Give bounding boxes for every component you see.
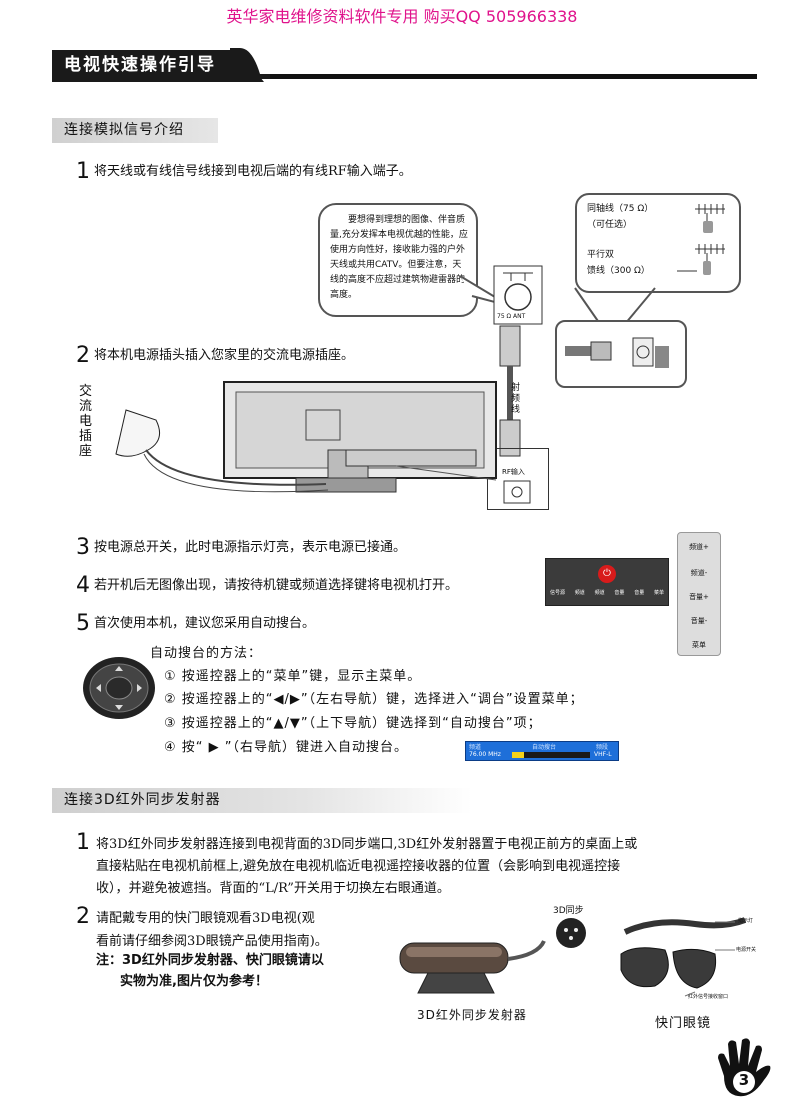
rf-cable (499, 325, 521, 457)
shutter-glasses-illustration (620, 917, 747, 997)
panel-button-menu[interactable]: 菜单 (653, 590, 664, 596)
step-text-line: 收），并避免被遮挡。背面的“L/R”开关用于切换左右眼通道。 (96, 881, 450, 896)
osd-progress-fill (512, 752, 524, 758)
osd-title: 自动搜台 (532, 744, 557, 751)
glasses-callout: 红外信号接收窗口 (688, 994, 729, 1000)
3d-emitter-illustration (399, 940, 546, 994)
antenna-icon (677, 204, 725, 275)
panel-button-source[interactable]: 信号源 (550, 590, 566, 596)
step-text-line: 直接粘贴在电视机前框上,避免放在电视机临近电视遥控接收器的位置（会影响到电视遥控… (96, 859, 621, 874)
step-number: 4 (76, 573, 90, 598)
step-number: 2 (76, 343, 90, 368)
step-number: 1 (76, 159, 90, 184)
note-line: 注：3D红外同步发射器、快门眼镜请以 (96, 953, 324, 968)
auto-search-step: ④ 按“ ▶ ”（右导航）键进入自动搜台。 (164, 740, 409, 755)
front-control-panel: ⏻ 信号源 频道 频道 音量 音量 菜单 (545, 558, 669, 606)
step-text: 将天线或有线信号线接到电视后端的有线RF输入端子。 (94, 164, 412, 179)
ac-socket-label: 交流电插座 (79, 384, 93, 459)
auto-scan-osd: 频道 自动搜台 频段 76.00 MHz VHF-L (465, 741, 619, 761)
osd-band: VHF-L (594, 751, 612, 758)
step-text-line: 请配戴专用的快门眼镜观看3D电视(观 (96, 911, 315, 926)
step-number: 3 (76, 535, 90, 560)
osd-band-label: 频段 (596, 744, 609, 751)
watermark-text: 英华家电维修资料软件专用 购买QQ 505966338 (226, 7, 578, 26)
power-button[interactable]: ⏻ (598, 565, 616, 583)
title-rule (250, 74, 757, 79)
osd-progress-track (512, 752, 590, 758)
note-line: 实物为准,图片仅为参考！ (120, 974, 268, 989)
step-text: 首次使用本机，建议您采用自动搜台。 (94, 616, 316, 631)
step-number: 5 (76, 611, 90, 636)
section-heading-3d: 连接3D红外同步发射器 (52, 788, 472, 813)
antenna-options-box: 同轴线（75 Ω） （可任选） 平行双 馈线（300 Ω） (575, 193, 741, 293)
step-text: 按电源总开关，此时电源指示灯亮，表示电源已接通。 (94, 540, 407, 555)
sync-port-icon (556, 918, 586, 948)
glasses-callout: 指示灯 (738, 918, 754, 924)
side-button-channel-up[interactable]: 频道+ (689, 543, 709, 551)
step-text: 将本机电源插头插入您家里的交流电源插座。 (94, 348, 355, 363)
side-button-channel-down[interactable]: 频道- (690, 569, 708, 577)
panel-button-volume[interactable]: 音量 (634, 590, 645, 596)
step-number: 1 (76, 830, 90, 855)
emitter-caption: 3D红外同步发射器 (417, 1008, 527, 1022)
step-text-line: 看前请仔细参阅3D眼镜产品使用指南)。 (96, 934, 328, 949)
auto-search-step: ① 按遥控器上的“菜单”键，显示主菜单。 (164, 669, 422, 684)
page-number: 3 (738, 1071, 750, 1089)
coax-optional-label: （可任选） (587, 220, 633, 230)
panel-button-row: 信号源 频道 频道 音量 音量 菜单 (550, 589, 664, 601)
plug-box (555, 320, 687, 388)
tip-bubble-text: 要想得到理想的图像、伴音质量,充分发挥本电视优越的性能，应使用方向性好，接收能力… (330, 215, 468, 300)
antenna-jack (493, 265, 543, 325)
box-connector (574, 287, 656, 325)
remote-navigation-pad (83, 657, 155, 719)
section-heading-analog: 连接模拟信号介绍 (52, 118, 218, 143)
side-button-volume-up[interactable]: 音量+ (689, 593, 709, 601)
twin-label-2: 馈线（300 Ω） (587, 266, 650, 276)
glasses-caption: 快门眼镜 (655, 1016, 712, 1031)
osd-frequency: 76.00 MHz (469, 751, 501, 758)
plug-icon (565, 337, 669, 368)
auto-search-title: 自动搜台的方法： (150, 646, 263, 661)
tv-back-illustration (115, 381, 497, 493)
panel-button-channel[interactable]: 频道 (574, 590, 585, 596)
panel-button-volume[interactable]: 音量 (614, 590, 625, 596)
ant-label: 75 Ω ANT (497, 313, 526, 320)
auto-search-step: ③ 按遥控器上的“▲/▼”（上下导航）键选择到“自动搜台”项； (164, 716, 542, 731)
tip-bubble: 要想得到理想的图像、伴音质量,充分发挥本电视优越的性能，应使用方向性好，接收能力… (318, 203, 478, 317)
sync-port-label: 3D同步 (553, 906, 584, 916)
title-rule-curve (230, 48, 270, 79)
hand-page-icon (718, 1038, 771, 1097)
side-button-volume-down[interactable]: 音量- (690, 617, 708, 625)
page-title: 电视快速操作引导 (52, 50, 264, 82)
panel-button-channel[interactable]: 频道 (594, 590, 605, 596)
rf-cable-label: 射频线 (511, 383, 521, 415)
auto-search-step: ② 按遥控器上的“◀/▶”（左右导航）键，选择进入“调台”设置菜单； (164, 692, 584, 707)
rf-input-label: RF输入 (502, 468, 525, 476)
side-button-menu[interactable]: 菜单 (692, 641, 706, 649)
osd-channel-label: 频道 (469, 744, 482, 751)
glasses-callout: 电源开关 (736, 947, 757, 953)
step-text-line: 将3D红外同步发射器连接到电视背面的3D同步端口,3D红外发射器置于电视正前方的… (96, 837, 638, 852)
rf-jack-icon (503, 480, 531, 504)
coax-label: 同轴线（75 Ω） (587, 204, 654, 214)
twin-label-1: 平行双 (587, 250, 615, 260)
side-button-panel: 频道+ 频道- 音量+ 音量- 菜单 (677, 532, 721, 656)
step-number: 2 (76, 904, 90, 929)
step-text: 若开机后无图像出现，请按待机键或频道选择键将电视机打开。 (94, 578, 459, 593)
